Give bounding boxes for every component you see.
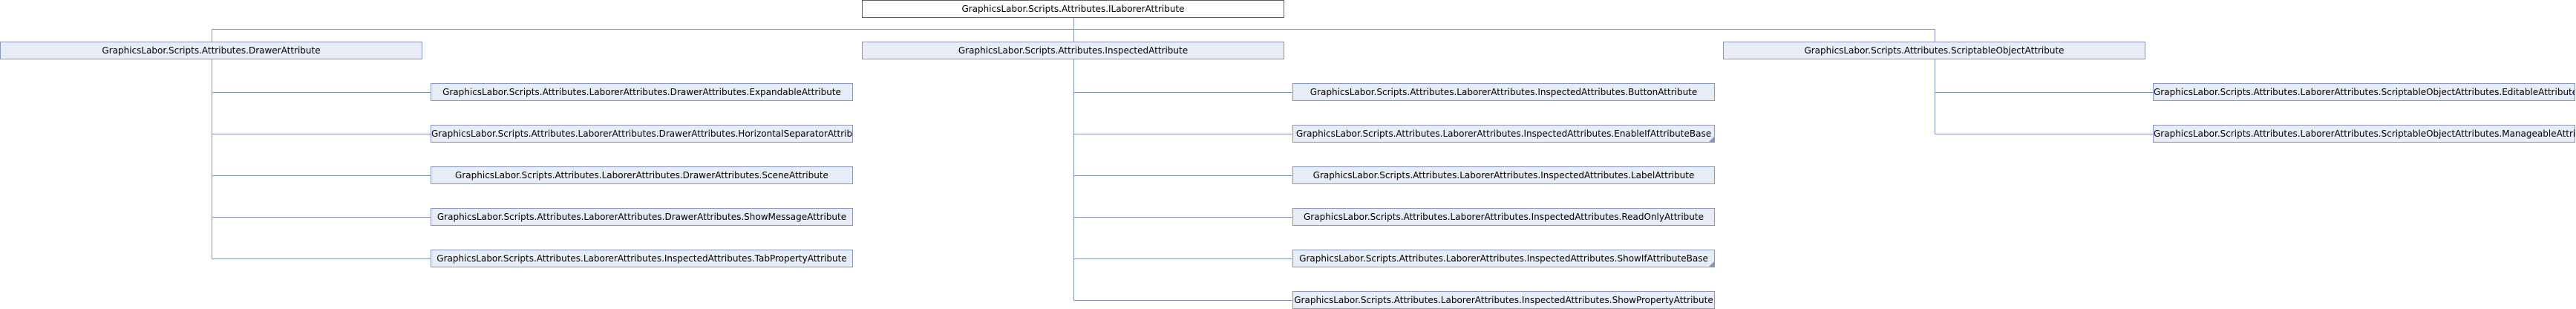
- node-show-property-attribute[interactable]: GraphicsLabor.Scripts.Attributes.Laborer…: [1292, 291, 1715, 309]
- node-label: GraphicsLabor.Scripts.Attributes.Laborer…: [1299, 253, 1708, 264]
- node-inspected-attribute[interactable]: GraphicsLabor.Scripts.Attributes.Inspect…: [862, 42, 1284, 59]
- node-manageable-attribute[interactable]: GraphicsLabor.Scripts.Attributes.Laborer…: [2153, 125, 2575, 143]
- node-label: GraphicsLabor.Scripts.Attributes.Laborer…: [1295, 129, 1712, 139]
- node-horizontal-separator-attribute[interactable]: GraphicsLabor.Scripts.Attributes.Laborer…: [431, 125, 853, 143]
- node-expandable-attribute[interactable]: GraphicsLabor.Scripts.Attributes.Laborer…: [431, 83, 853, 101]
- node-button-attribute[interactable]: GraphicsLabor.Scripts.Attributes.Laborer…: [1292, 83, 1715, 101]
- collapsed-node-corner-icon: [1709, 261, 1714, 267]
- node-scene-attribute[interactable]: GraphicsLabor.Scripts.Attributes.Laborer…: [431, 166, 853, 184]
- node-read-only-attribute[interactable]: GraphicsLabor.Scripts.Attributes.Laborer…: [1292, 208, 1715, 226]
- node-drawer-attribute[interactable]: GraphicsLabor.Scripts.Attributes.DrawerA…: [0, 42, 422, 59]
- node-scriptable-object-attribute[interactable]: GraphicsLabor.Scripts.Attributes.Scripta…: [1723, 42, 2145, 59]
- node-label-attribute[interactable]: GraphicsLabor.Scripts.Attributes.Laborer…: [1292, 166, 1715, 184]
- node-tab-property-attribute[interactable]: GraphicsLabor.Scripts.Attributes.Laborer…: [431, 250, 853, 267]
- node-editable-attribute[interactable]: GraphicsLabor.Scripts.Attributes.Laborer…: [2153, 83, 2575, 101]
- node-enable-if-attribute-base[interactable]: GraphicsLabor.Scripts.Attributes.Laborer…: [1292, 125, 1715, 143]
- node-show-if-attribute-base[interactable]: GraphicsLabor.Scripts.Attributes.Laborer…: [1292, 250, 1715, 267]
- node-show-message-attribute[interactable]: GraphicsLabor.Scripts.Attributes.Laborer…: [431, 208, 853, 226]
- collapsed-node-corner-icon: [1709, 137, 1714, 142]
- node-ilaborer-attribute[interactable]: GraphicsLabor.Scripts.Attributes.ILabore…: [862, 0, 1284, 18]
